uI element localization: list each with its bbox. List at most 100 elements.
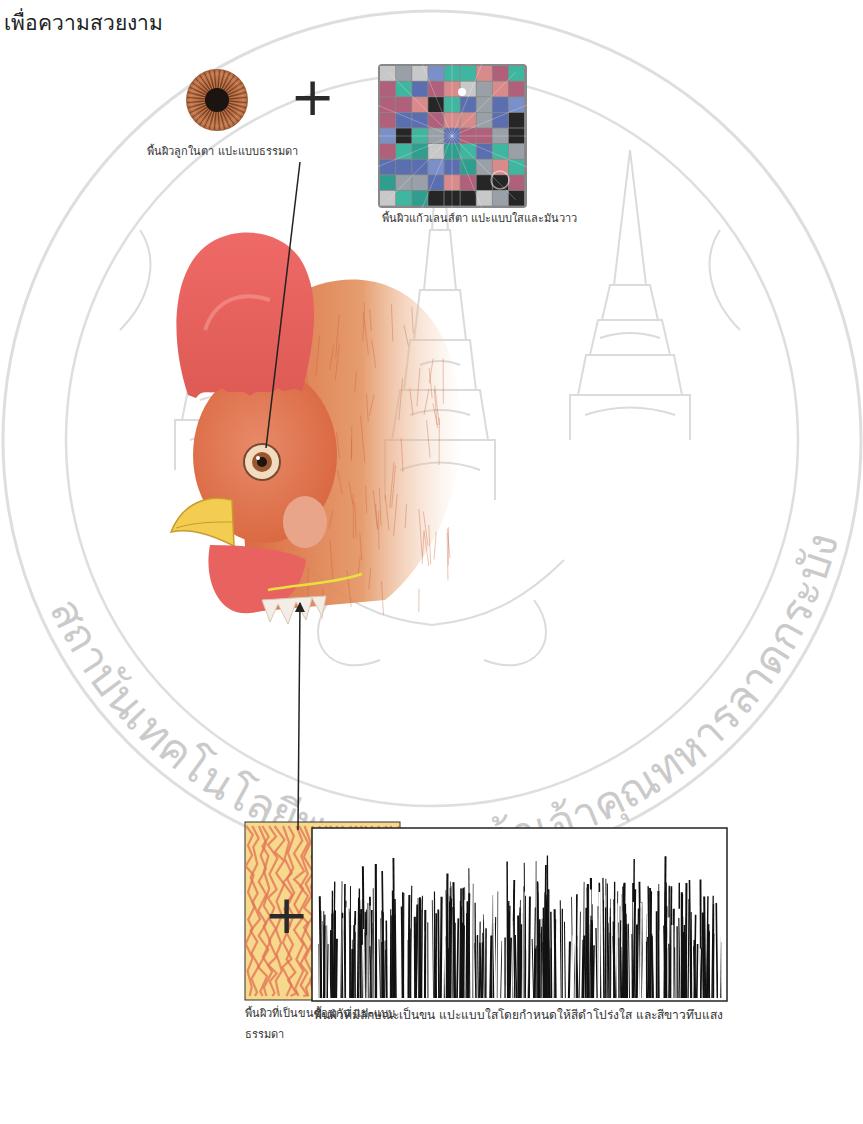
leader-arrow — [298, 603, 300, 830]
fur-stroke — [541, 927, 542, 998]
lens-cell — [396, 82, 411, 97]
fur-stroke — [475, 936, 476, 998]
fur-stroke — [381, 942, 382, 998]
fur-stroke — [342, 918, 344, 998]
fur-stroke — [535, 861, 536, 998]
fur-stroke — [620, 947, 622, 998]
lens-cell — [493, 113, 508, 128]
lens-cell — [380, 191, 395, 206]
fur-stroke — [325, 923, 326, 998]
fur-stroke — [386, 921, 388, 998]
fur-stroke — [696, 944, 698, 998]
fur-stroke — [501, 941, 502, 998]
fur-stroke — [637, 908, 638, 998]
lens-cell — [477, 82, 492, 97]
fur-stroke — [684, 925, 686, 998]
lens-cell — [509, 191, 524, 206]
fur-stroke — [419, 933, 421, 998]
fur-stroke — [350, 886, 351, 998]
fur-stroke — [421, 896, 423, 998]
fur-stroke — [365, 909, 367, 998]
fur-stroke — [479, 921, 481, 998]
fur-stroke — [403, 893, 404, 998]
lens-cell — [461, 191, 476, 206]
fur-stroke — [616, 891, 618, 998]
lens-glint — [418, 53, 452, 136]
lens-cell — [493, 97, 508, 112]
fur-stroke — [338, 934, 340, 998]
lens-cell — [396, 191, 411, 206]
lens-glint — [452, 136, 516, 200]
fur-stroke — [592, 920, 593, 998]
feather-stroke — [427, 420, 431, 458]
fur-stroke — [700, 948, 701, 998]
fur-stroke — [513, 880, 514, 998]
feather-stroke — [246, 826, 255, 996]
fur-stroke — [716, 903, 717, 998]
fur-stroke — [318, 944, 320, 998]
fur-stroke — [640, 903, 642, 998]
fur-stroke — [679, 909, 680, 998]
fur-stroke — [460, 889, 462, 998]
leader-line — [266, 162, 300, 448]
fur-stroke — [712, 896, 713, 998]
feather-stroke — [417, 368, 420, 406]
fur-stroke — [575, 856, 576, 998]
fur-stroke — [633, 859, 634, 998]
fur-stroke — [459, 906, 462, 998]
lens-cell — [509, 144, 524, 159]
fur-stroke — [537, 881, 539, 998]
fur-stroke — [490, 935, 491, 998]
feather-stroke — [422, 532, 424, 564]
fur-stroke — [564, 922, 566, 998]
feather-stroke — [358, 557, 360, 576]
fur-stroke — [347, 891, 348, 998]
plus-sign: + — [264, 888, 309, 942]
lens-cell — [396, 113, 411, 128]
lens-cell — [477, 66, 492, 81]
fur-stroke — [480, 943, 481, 998]
fur-stroke — [579, 912, 580, 998]
fur-stroke — [649, 891, 652, 998]
lens-cell — [509, 160, 524, 175]
fur-stroke — [502, 882, 504, 998]
lens-highlight — [458, 88, 466, 96]
fur-stroke — [485, 915, 486, 998]
fur-stroke — [468, 868, 470, 998]
fur-stroke — [519, 900, 520, 998]
fur-stroke — [620, 920, 622, 998]
fur-stroke — [435, 949, 436, 998]
feather-stroke — [351, 439, 352, 459]
fur-stroke — [437, 909, 440, 998]
fur-stroke — [354, 925, 356, 998]
fur-stroke — [694, 915, 695, 998]
lens-cell — [396, 66, 411, 81]
fur-stroke — [393, 858, 394, 998]
texture-caption: พื้นผิวที่มีลักษณะเป็นขน แปะแบบใสโดยกำหน… — [312, 1004, 732, 1027]
fur-stroke — [675, 918, 676, 998]
fur-stroke — [603, 878, 604, 998]
feather-stroke — [370, 309, 372, 331]
feather-stroke — [361, 416, 365, 463]
lens-cell — [396, 160, 411, 175]
fur-stroke — [718, 897, 720, 998]
fur-stroke — [667, 918, 668, 998]
fur-stroke — [547, 856, 549, 998]
fur-stroke — [406, 918, 408, 998]
feather-stroke — [392, 465, 396, 507]
fur-stroke — [693, 940, 695, 998]
fur-stroke — [561, 886, 562, 998]
fur-stroke — [363, 866, 364, 998]
lens-cell — [412, 66, 427, 81]
fur-stroke — [440, 897, 443, 998]
iris-ray — [217, 112, 218, 130]
fur-stroke — [614, 899, 615, 998]
fur-stroke — [349, 909, 350, 998]
lens-cell — [412, 82, 427, 97]
fur-stroke — [502, 913, 504, 998]
fur-stroke — [664, 856, 665, 998]
feather-stroke — [419, 509, 422, 556]
page-title: เพื่อความสวยงาม — [4, 6, 163, 39]
fur-stroke — [526, 882, 527, 998]
